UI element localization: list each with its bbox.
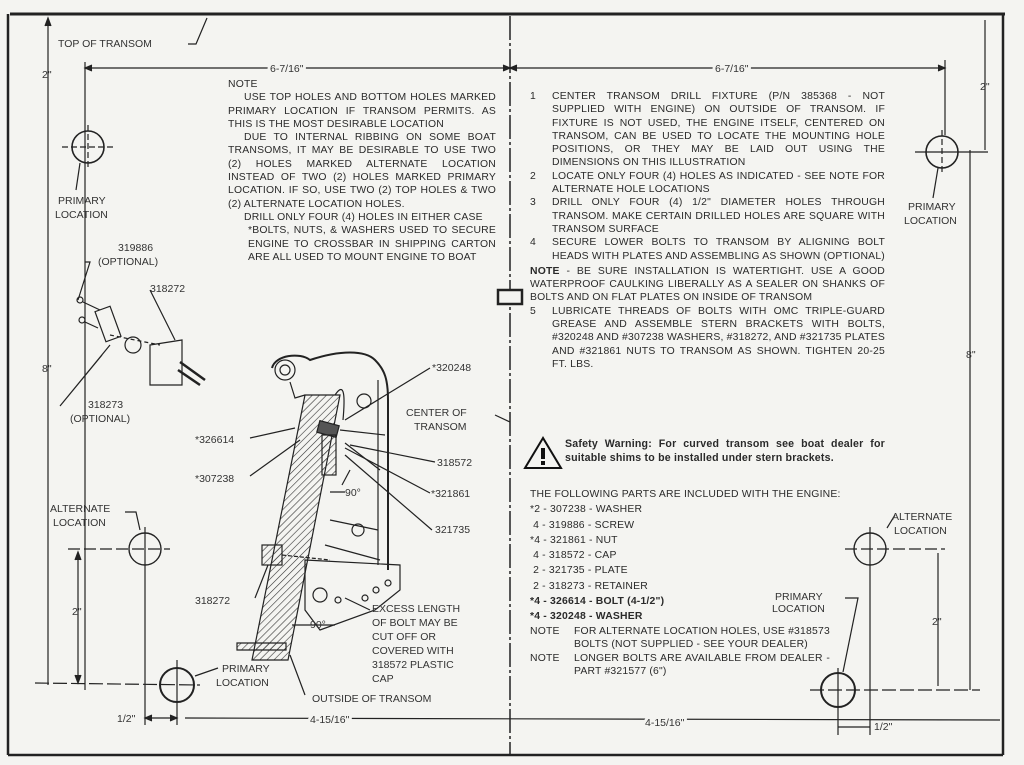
location-label-top-left: LOCATION — [55, 209, 108, 221]
dim-8in-left: 8" — [42, 363, 52, 375]
watertight-note: NOTE - BE SURE INSTALLATION IS WATERTIGH… — [530, 265, 885, 305]
step-text: SECURE LOWER BOLTS TO TRANSOM BY ALIGNIN… — [552, 237, 885, 262]
step-number: 1 — [530, 91, 536, 102]
notice-marker-box — [496, 288, 524, 306]
location-label-top-right: LOCATION — [904, 215, 957, 227]
alternate-bolts-note: NOTE FOR ALTERNATE LOCATION HOLES, USE #… — [530, 625, 830, 652]
note-label: NOTE — [530, 625, 560, 637]
callout-326614: *326614 — [195, 434, 234, 446]
location-label-bottom-left: LOCATION — [216, 677, 269, 689]
step-2: 2 LOCATE ONLY FOUR (4) HOLES AS INDICATED… — [530, 170, 885, 197]
top-of-transom-label: TOP OF TRANSOM — [58, 38, 152, 50]
dim-8in-right: 8" — [966, 349, 976, 361]
location-label-left-alt: LOCATION — [53, 517, 106, 529]
angle-label-upper: 90° — [345, 487, 361, 499]
step-text: CENTER TRANSOM DRILL FIXTURE (P/N 385368… — [552, 91, 885, 169]
primary-label-top-right: PRIMARY — [908, 201, 956, 213]
excess-line-4: COVERED WITH — [372, 645, 454, 657]
callout-319886: 319886 — [118, 242, 153, 254]
location-label-bottom-right: LOCATION — [772, 603, 825, 615]
excess-line-3: CUT OFF OR — [372, 631, 436, 643]
callout-318572: 318572 — [437, 457, 472, 469]
dim-half-left: 1/2" — [117, 713, 136, 725]
step-number: 2 — [530, 170, 536, 182]
excess-line-6: CAP — [372, 673, 394, 685]
callout-318272-top: 318272 — [150, 283, 185, 295]
step-1: 1 CENTER TRANSOM DRILL FIXTURE (P/N 38536… — [530, 90, 885, 170]
excess-line-5: 318572 PLASTIC — [372, 659, 454, 671]
callout-318273: 318273 — [88, 399, 123, 411]
note-label: NOTE — [530, 652, 560, 664]
callout-307238: *307238 — [195, 473, 234, 485]
dim-bottom-left: 4-15/16" — [310, 714, 350, 726]
parts-list: THE FOLLOWING PARTS ARE INCLUDED WITH TH… — [530, 487, 885, 679]
center-of-label: CENTER OF — [406, 407, 467, 419]
callout-319886-optional: (OPTIONAL) — [98, 256, 158, 268]
left-note-paragraph: DUE TO INTERNAL RIBBING ON SOME BOAT TRA… — [228, 132, 496, 210]
step-number: 4 — [530, 237, 536, 249]
left-note-title: NOTE — [228, 79, 258, 90]
part-item: *4 - 321861 - NUT — [530, 534, 618, 546]
note-text: FOR ALTERNATE LOCATION HOLES, USE #31857… — [574, 625, 830, 651]
dim-half-right: 1/2" — [874, 721, 893, 733]
warning-triangle-icon — [523, 436, 563, 469]
location-label-right-alt: LOCATION — [894, 525, 947, 537]
transom-board — [251, 394, 341, 661]
primary-label-bottom-left: PRIMARY — [222, 663, 270, 675]
watertight-note-label: NOTE — [530, 265, 560, 277]
left-note: NOTE USE TOP HOLES AND BOTTOM HOLES MARK… — [228, 78, 496, 264]
note-text: LONGER BOLTS ARE AVAILABLE FROM DEALER -… — [574, 652, 830, 678]
callout-318273-optional: (OPTIONAL) — [70, 413, 130, 425]
alternate-label-left: ALTERNATE — [50, 503, 110, 515]
dim-2in-top-left: 2" — [42, 69, 52, 81]
instructions: 1 CENTER TRANSOM DRILL FIXTURE (P/N 38536… — [530, 90, 885, 371]
left-note-paragraph: USE TOP HOLES AND BOTTOM HOLES MARKED PR… — [228, 92, 496, 130]
dim-top-left-label: 6-7/16" — [270, 63, 304, 75]
part-item: *4 - 326614 - BOLT (4-1/2") — [530, 596, 665, 608]
part-item: 4 - 318572 - CAP — [530, 550, 617, 562]
safety-warning: Safety Warning: For curved transom see b… — [565, 438, 885, 464]
part-item: *4 - 320248 - WASHER — [530, 611, 643, 623]
primary-label-bottom-right: PRIMARY — [775, 591, 823, 603]
dim-2in-top-right: 2" — [980, 81, 990, 93]
optional-hardware-sketch — [59, 261, 206, 407]
parts-header: THE FOLLOWING PARTS ARE INCLUDED WITH TH… — [530, 489, 841, 500]
dim-2in-right-bottom: 2" — [932, 616, 942, 628]
primary-label-top-left: PRIMARY — [58, 195, 106, 207]
part-item: *2 - 307238 - WASHER — [530, 504, 643, 516]
part-item: 2 - 318273 - RETAINER — [530, 580, 648, 592]
angle-label-lower: 90° — [310, 619, 326, 631]
step-number: 5 — [530, 305, 536, 317]
step-4: 4 SECURE LOWER BOLTS TO TRANSOM BY ALIGNI… — [530, 236, 885, 263]
left-note-bolts: *BOLTS, NUTS, & WASHERS USED TO SECURE E… — [248, 225, 496, 263]
step-number: 3 — [530, 197, 536, 209]
transom-foot — [236, 642, 287, 651]
step-text: DRILL ONLY FOUR (4) 1/2" DIAMETER HOLES … — [552, 197, 885, 235]
callout-321861: *321861 — [431, 488, 470, 500]
dim-bottom-right: 4-15/16" — [645, 717, 685, 729]
excess-line-2: OF BOLT MAY BE — [372, 617, 458, 629]
step-5: 5 LUBRICATE THREADS OF BOLTS WITH OMC TRI… — [530, 305, 885, 371]
step-3: 3 DRILL ONLY FOUR (4) 1/2" DIAMETER HOLES… — [530, 196, 885, 236]
part-item: 2 - 321735 - PLATE — [530, 565, 628, 577]
transom-label: TRANSOM — [414, 421, 467, 433]
longer-bolts-note: NOTE LONGER BOLTS ARE AVAILABLE FROM DEA… — [530, 652, 830, 679]
callout-321735: 321735 — [435, 524, 470, 536]
step-text: LUBRICATE THREADS OF BOLTS WITH OMC TRIP… — [552, 305, 885, 370]
step-text: LOCATE ONLY FOUR (4) HOLES AS INDICATED … — [552, 170, 885, 196]
callout-320248: *320248 — [432, 362, 471, 374]
callout-318272-bottom: 318272 — [195, 595, 230, 607]
outside-of-transom-label: OUTSIDE OF TRANSOM — [312, 693, 431, 705]
stern-bracket — [261, 351, 401, 631]
excess-line-1: EXCESS LENGTH — [372, 603, 460, 615]
dim-2in-left-bottom: 2" — [72, 606, 82, 618]
alternate-label-right: ALTERNATE — [892, 511, 952, 523]
top-of-transom-leader — [188, 17, 208, 45]
dim-top-right-label: 6-7/16" — [715, 63, 749, 75]
watertight-note-text: - BE SURE INSTALLATION IS WATERTIGHT. US… — [530, 265, 885, 304]
part-item: 4 - 319886 - SCREW — [530, 519, 635, 531]
left-note-paragraph: DRILL ONLY FOUR (4) HOLES IN EITHER CASE — [244, 211, 483, 223]
